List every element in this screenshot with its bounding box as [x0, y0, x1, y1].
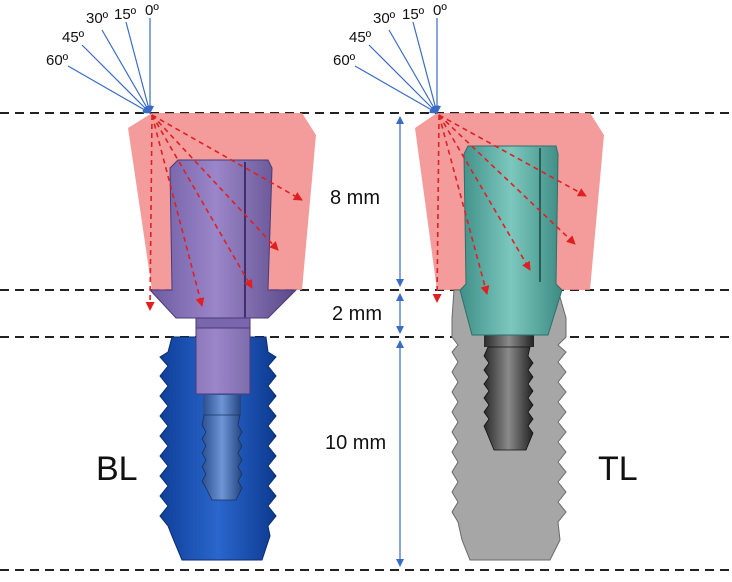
bl-load-arrows [145, 114, 303, 311]
bl-screw-shaft [203, 395, 241, 415]
bl-screw-thread [201, 414, 243, 501]
bl-load-arrow-30deg [151, 114, 253, 289]
bl-angle-label-45: 45º [62, 29, 85, 46]
tl-angle-label-0: 0º [433, 2, 447, 19]
bl-load-arrow-45deg [151, 114, 279, 251]
tl-abutment [459, 145, 563, 336]
tl-load-arrow-0deg [432, 114, 442, 303]
bl-angle-rays [67, 18, 154, 114]
bl-ray-60deg [67, 65, 151, 114]
bl-load-arrow-0deg [145, 114, 155, 311]
tl-load-arrow-45deg [438, 114, 576, 245]
tl-implant-group [415, 113, 604, 561]
bl-abutment [148, 159, 298, 395]
tl-angle-label-15: 15º [402, 6, 425, 23]
tl-screw-thread [483, 346, 534, 451]
bl-angle-label-30: 30º [86, 10, 109, 27]
tl-implant-label: TL [598, 450, 638, 488]
bl-implant-label: BL [96, 450, 138, 488]
tl-load-arrows [432, 114, 587, 303]
bl-ray-30deg [101, 29, 151, 114]
bl-ray-45deg [81, 44, 151, 114]
tl-load-arrow-60deg [438, 114, 587, 197]
bl-angle-label-0: 0º [145, 2, 159, 19]
bl-abutment-neck [195, 317, 251, 329]
bl-load-arrow-60deg [151, 114, 303, 201]
dim-label-implant: 10 mm [325, 432, 386, 454]
tl-load-arrow-15deg [438, 114, 490, 295]
tl-ray-60deg [354, 65, 438, 114]
bl-angle-labels: 0º 15º 30º 45º 60º [46, 2, 159, 69]
tl-angle-label-45: 45º [349, 29, 372, 46]
dim-label-collar: 2 mm [332, 303, 382, 325]
tl-ray-30deg [388, 29, 438, 114]
tl-angle-labels: 0º 15º 30º 45º 60º [333, 2, 447, 69]
bl-angle-label-60: 60º [46, 52, 69, 69]
tl-screw-head [484, 335, 534, 347]
bl-angle-label-15: 15º [114, 6, 137, 23]
dim-label-crown: 8 mm [330, 187, 380, 209]
tl-ray-15deg [412, 21, 440, 114]
tl-angle-label-60: 60º [333, 52, 356, 69]
bl-ray-15deg [125, 21, 153, 114]
tl-angle-label-30: 30º [373, 10, 396, 27]
bl-implant-group [128, 113, 316, 561]
tl-angle-rays [354, 18, 441, 114]
tl-load-arrow-30deg [438, 114, 531, 271]
bl-load-arrow-15deg [151, 114, 205, 307]
tl-ray-45deg [368, 44, 438, 114]
